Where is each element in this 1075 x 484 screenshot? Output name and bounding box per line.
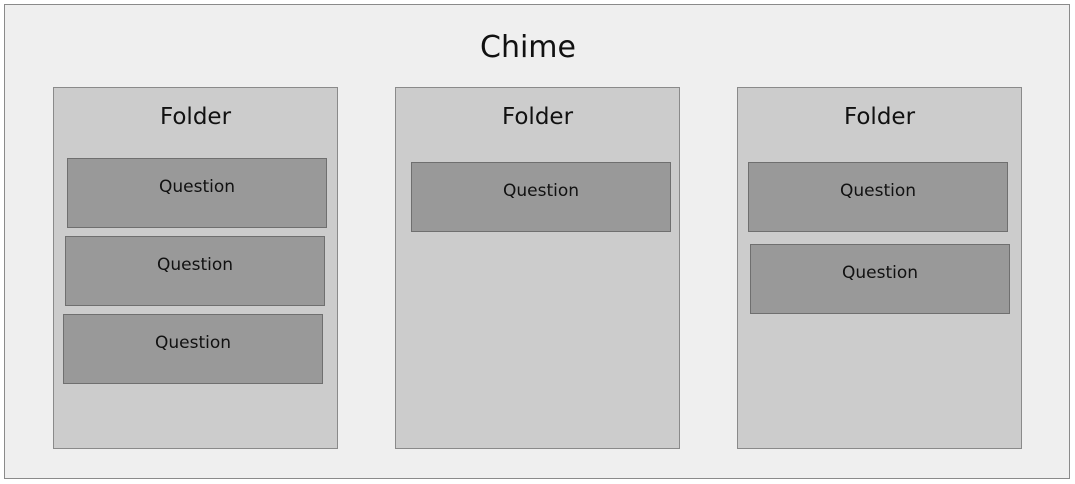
question-card[interactable]: Question — [63, 314, 323, 384]
question-label: Question — [156, 255, 234, 275]
question-card[interactable]: Question — [750, 244, 1010, 314]
question-label: Question — [154, 333, 232, 353]
question-card[interactable]: Question — [67, 158, 327, 228]
folder-title: Folder — [159, 104, 232, 130]
question-card[interactable]: Question — [748, 162, 1008, 232]
chime-app-container: Chime Folder Question Question Question … — [4, 4, 1070, 479]
app-title: Chime — [480, 30, 576, 65]
folder-2[interactable]: Folder Question — [395, 87, 680, 449]
folder-title: Folder — [843, 104, 916, 130]
folder-3[interactable]: Folder Question Question — [737, 87, 1022, 449]
folder-1[interactable]: Folder Question Question Question — [53, 87, 338, 449]
question-label: Question — [502, 181, 580, 201]
question-card[interactable]: Question — [65, 236, 325, 306]
question-card[interactable]: Question — [411, 162, 671, 232]
question-label: Question — [841, 263, 919, 283]
question-label: Question — [158, 177, 236, 197]
question-label: Question — [839, 181, 917, 201]
folder-title: Folder — [501, 104, 574, 130]
